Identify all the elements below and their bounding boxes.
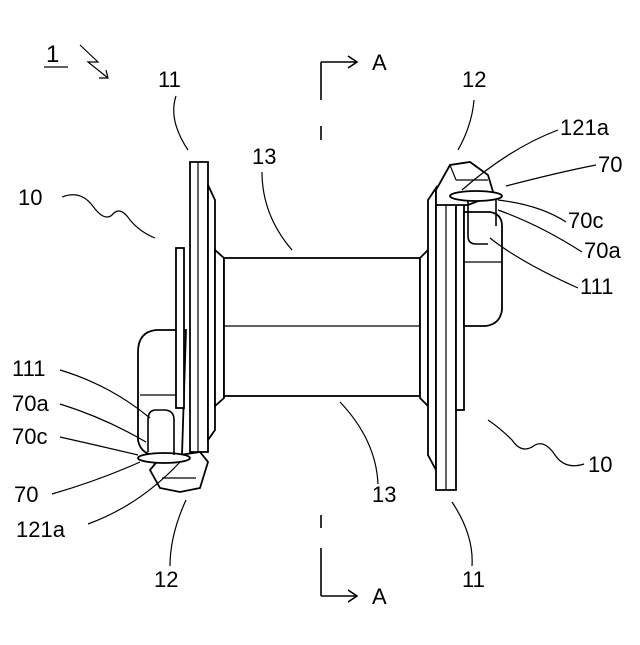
ref-main-arrow bbox=[80, 45, 108, 78]
section-label-bottom: A bbox=[372, 584, 387, 609]
leader-clip-bottom-left bbox=[52, 462, 140, 494]
leader-drum-top bbox=[262, 172, 292, 250]
leader-holder-bottom-left bbox=[170, 500, 186, 566]
left-bracket bbox=[138, 248, 186, 455]
label-holder-bottom-left: 12 bbox=[154, 567, 178, 592]
leader-groove-top-right bbox=[490, 238, 578, 288]
right-bracket bbox=[464, 212, 502, 326]
label-bracket-right: 10 bbox=[588, 452, 612, 477]
section-line-top bbox=[321, 56, 357, 140]
leader-clip-c-bottom-left bbox=[60, 437, 138, 455]
ref-label-main: 1 bbox=[46, 41, 59, 68]
leader-bracket-right bbox=[488, 420, 584, 466]
left-flange bbox=[190, 162, 224, 452]
label-hole-bottom-left: 121a bbox=[16, 517, 66, 542]
label-flange-bottom-right: 11 bbox=[462, 567, 485, 592]
leader-drum-bottom bbox=[340, 402, 378, 484]
label-clip-a-top-right: 70a bbox=[584, 238, 621, 263]
label-groove-top-right: 111 bbox=[580, 274, 613, 299]
label-flange-top-left: 11 bbox=[158, 67, 181, 92]
label-groove-bottom-left: 111 bbox=[12, 356, 45, 381]
label-clip-c-top-right: 70c bbox=[568, 208, 603, 233]
leader-flange-top-left bbox=[174, 96, 188, 150]
label-clip-a-bottom-left: 70a bbox=[12, 391, 49, 416]
section-label-top: A bbox=[372, 50, 387, 75]
leader-groove-bottom-left bbox=[60, 370, 150, 418]
leader-clip-a-bottom-left bbox=[60, 404, 146, 442]
label-clip-c-bottom-left: 70c bbox=[12, 424, 47, 449]
label-drum-top: 13 bbox=[252, 144, 276, 169]
label-hole-top-right: 121a bbox=[560, 115, 610, 140]
label-clip-top-right: 70 bbox=[598, 152, 622, 177]
label-drum-bottom: 13 bbox=[372, 482, 396, 507]
leader-clip-c-top-right bbox=[498, 200, 566, 222]
label-holder-top-right: 12 bbox=[462, 67, 486, 92]
leader-bracket-left bbox=[62, 195, 155, 238]
leader-clip-top-right bbox=[506, 165, 596, 186]
drum bbox=[224, 258, 420, 396]
leader-holder-top-right bbox=[458, 100, 474, 150]
right-flange bbox=[420, 188, 464, 490]
section-line-bottom bbox=[321, 515, 357, 602]
label-bracket-left: 10 bbox=[18, 185, 42, 210]
leader-flange-bottom-right bbox=[452, 502, 472, 566]
label-clip-bottom-left: 70 bbox=[14, 482, 38, 507]
